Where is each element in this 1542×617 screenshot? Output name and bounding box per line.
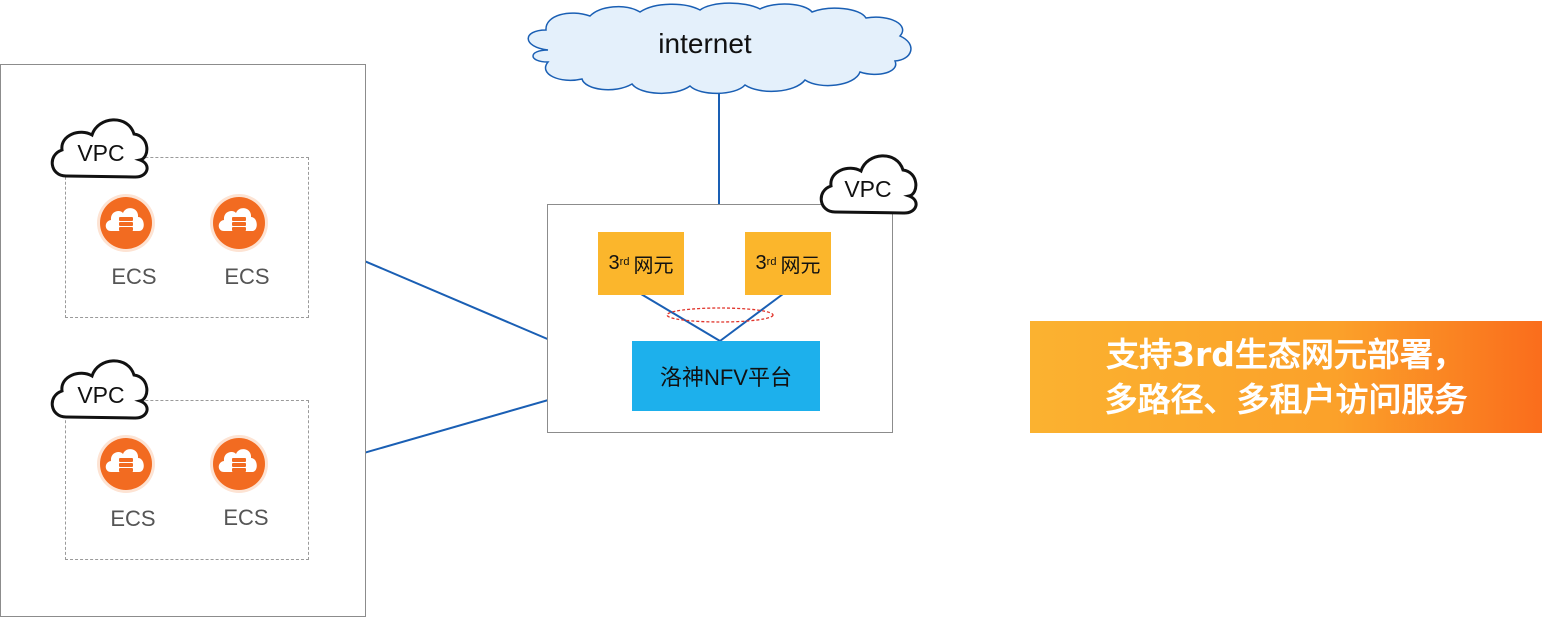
banner-line-2: 多路径、多租户访问服务 xyxy=(1104,380,1468,419)
ecs-label: ECS xyxy=(110,506,156,531)
vpc3-label: VPC xyxy=(844,176,892,202)
ne1-connector xyxy=(640,293,721,342)
network-element-base: 3 xyxy=(755,252,767,274)
vpc2-label: VPC xyxy=(77,382,125,408)
ecs-label: ECS xyxy=(224,264,270,289)
ecs-label: ECS xyxy=(111,264,157,289)
vpc2-subnet-box xyxy=(65,400,309,560)
network-element-label: 网元 xyxy=(633,255,674,277)
feature-banner: 支持3rd生态网元部署， 多路径、多租户访问服务 xyxy=(1030,321,1542,433)
network-element-sup: rd xyxy=(619,255,630,268)
multipath-ellipse xyxy=(666,307,774,323)
network-element-sup: rd xyxy=(766,255,777,268)
vpc1-label: VPC xyxy=(77,140,125,166)
nfv-platform-box: 洛神NFV平台 xyxy=(632,341,820,411)
ecs-label: ECS xyxy=(223,505,269,530)
banner-line-1: 支持3rd生态网元部署， xyxy=(1106,335,1466,374)
ne2-connector xyxy=(719,293,784,342)
network-element-base: 3 xyxy=(608,252,620,274)
nfv-platform-label: 洛神NFV平台 xyxy=(659,365,792,390)
internet-label: internet xyxy=(658,28,752,59)
network-element-label: 网元 xyxy=(780,255,821,277)
vpc1-subnet-box xyxy=(65,157,309,318)
